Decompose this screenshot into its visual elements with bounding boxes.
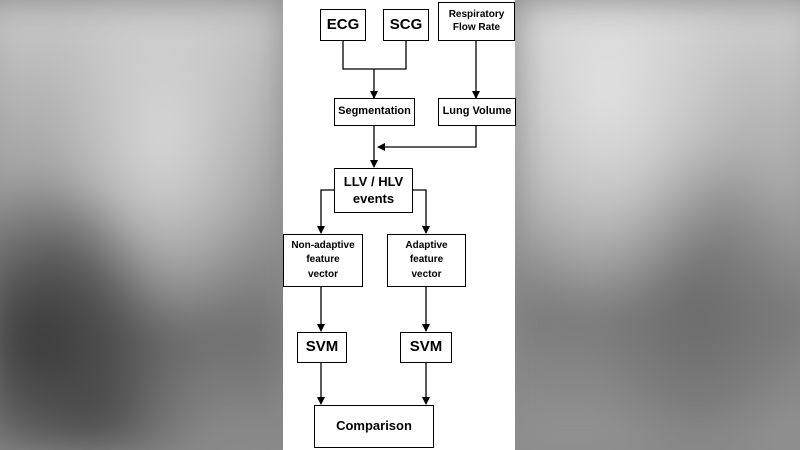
adaptive-feature-vector-box: Adaptive feature vector <box>387 234 466 287</box>
connector-scg <box>374 41 407 70</box>
blurred-background-left <box>0 0 285 450</box>
svm-right-box: SVM <box>400 332 452 363</box>
events-box: LLV / HLV events <box>334 168 413 213</box>
segmentation-box: Segmentation <box>334 98 415 126</box>
arrow-lung-volume-join <box>377 126 477 151</box>
respiratory-flow-rate-box: Respiratory Flow Rate <box>438 2 515 41</box>
connector-ecg <box>342 41 374 70</box>
svm-left-box: SVM <box>297 332 347 363</box>
non-adaptive-feature-vector-box: Non-adaptive feature vector <box>283 234 363 287</box>
ecg-box: ECG <box>320 9 366 41</box>
arrow-to-non-adaptive <box>317 189 334 234</box>
arrow-to-adaptive <box>413 189 430 234</box>
scg-box: SCG <box>383 9 429 41</box>
comparison-box: Comparison <box>314 405 434 448</box>
blurred-background-right <box>515 0 800 450</box>
lung-volume-box: Lung Volume <box>438 98 516 126</box>
